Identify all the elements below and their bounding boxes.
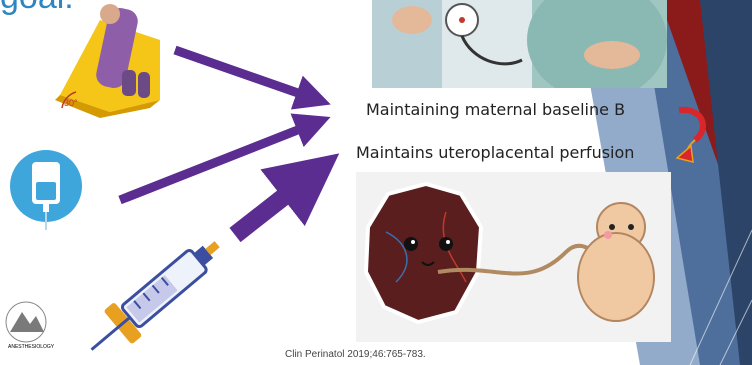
citation: Clin Perinatol 2019;46:765-783. <box>285 349 426 360</box>
cycle-arrow-icon <box>675 100 715 166</box>
blood-pressure-photo <box>372 0 667 88</box>
statement-maternal-baseline: Maintaining maternal baseline B <box>366 100 625 119</box>
placenta-fetus-illustration <box>356 172 671 342</box>
placenta-illustration <box>366 184 481 322</box>
statement-uteroplacental-perfusion: Maintains uteroplacental perfusion <box>356 143 634 162</box>
arrow-from-wedge <box>175 50 318 100</box>
logo-text: ANESTHESIOLOGY <box>8 344 55 350</box>
arrow-from-syringe <box>235 170 318 235</box>
department-logo: ANESTHESIOLOGY <box>0 296 70 356</box>
